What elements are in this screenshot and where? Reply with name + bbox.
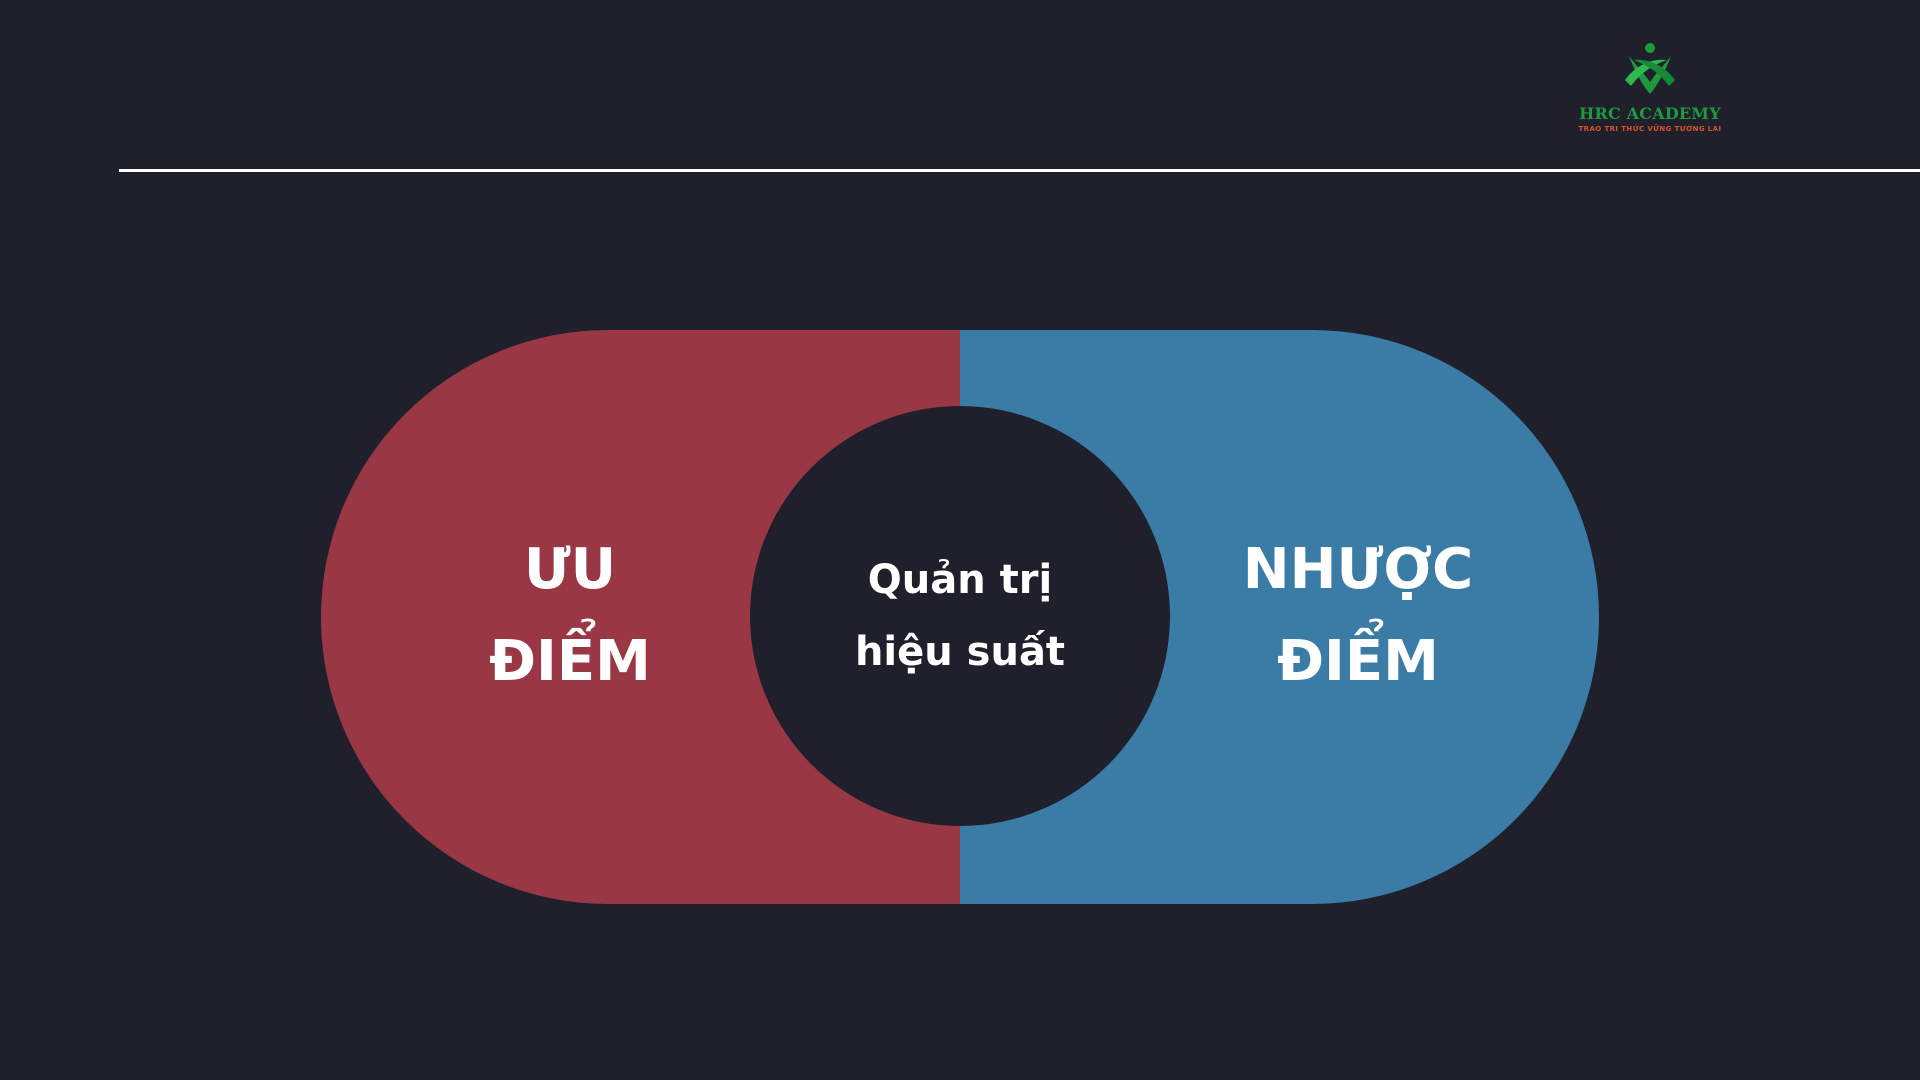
logo-tagline: TRAO TRI THỨC VỮNG TƯƠNG LAI (1578, 125, 1722, 133)
center-circle (750, 406, 1170, 826)
disadvantages-label-line2: ĐIỂM (1277, 629, 1439, 694)
topic-label: Quản trị hiệu suất (800, 544, 1120, 688)
topic-label-line2: hiệu suất (854, 629, 1066, 675)
disadvantages-label-line1: NHƯỢC (1242, 537, 1474, 602)
header-divider (119, 169, 1920, 172)
disadvantages-label: NHƯỢC ĐIỂM (1198, 524, 1518, 708)
hrc-academy-logo: HRC ACADEMY TRAO TRI THỨC VỮNG TƯƠNG LAI (1570, 42, 1730, 142)
advantages-label-line1: ƯU (523, 537, 617, 602)
hrc-academy-logo-icon (1625, 43, 1675, 94)
topic-label-line1: Quản trị (867, 557, 1053, 603)
logo-name: HRC ACADEMY (1579, 104, 1721, 123)
advantages-label: ƯU ĐIỂM (410, 524, 730, 708)
advantages-label-line2: ĐIỂM (489, 629, 651, 694)
